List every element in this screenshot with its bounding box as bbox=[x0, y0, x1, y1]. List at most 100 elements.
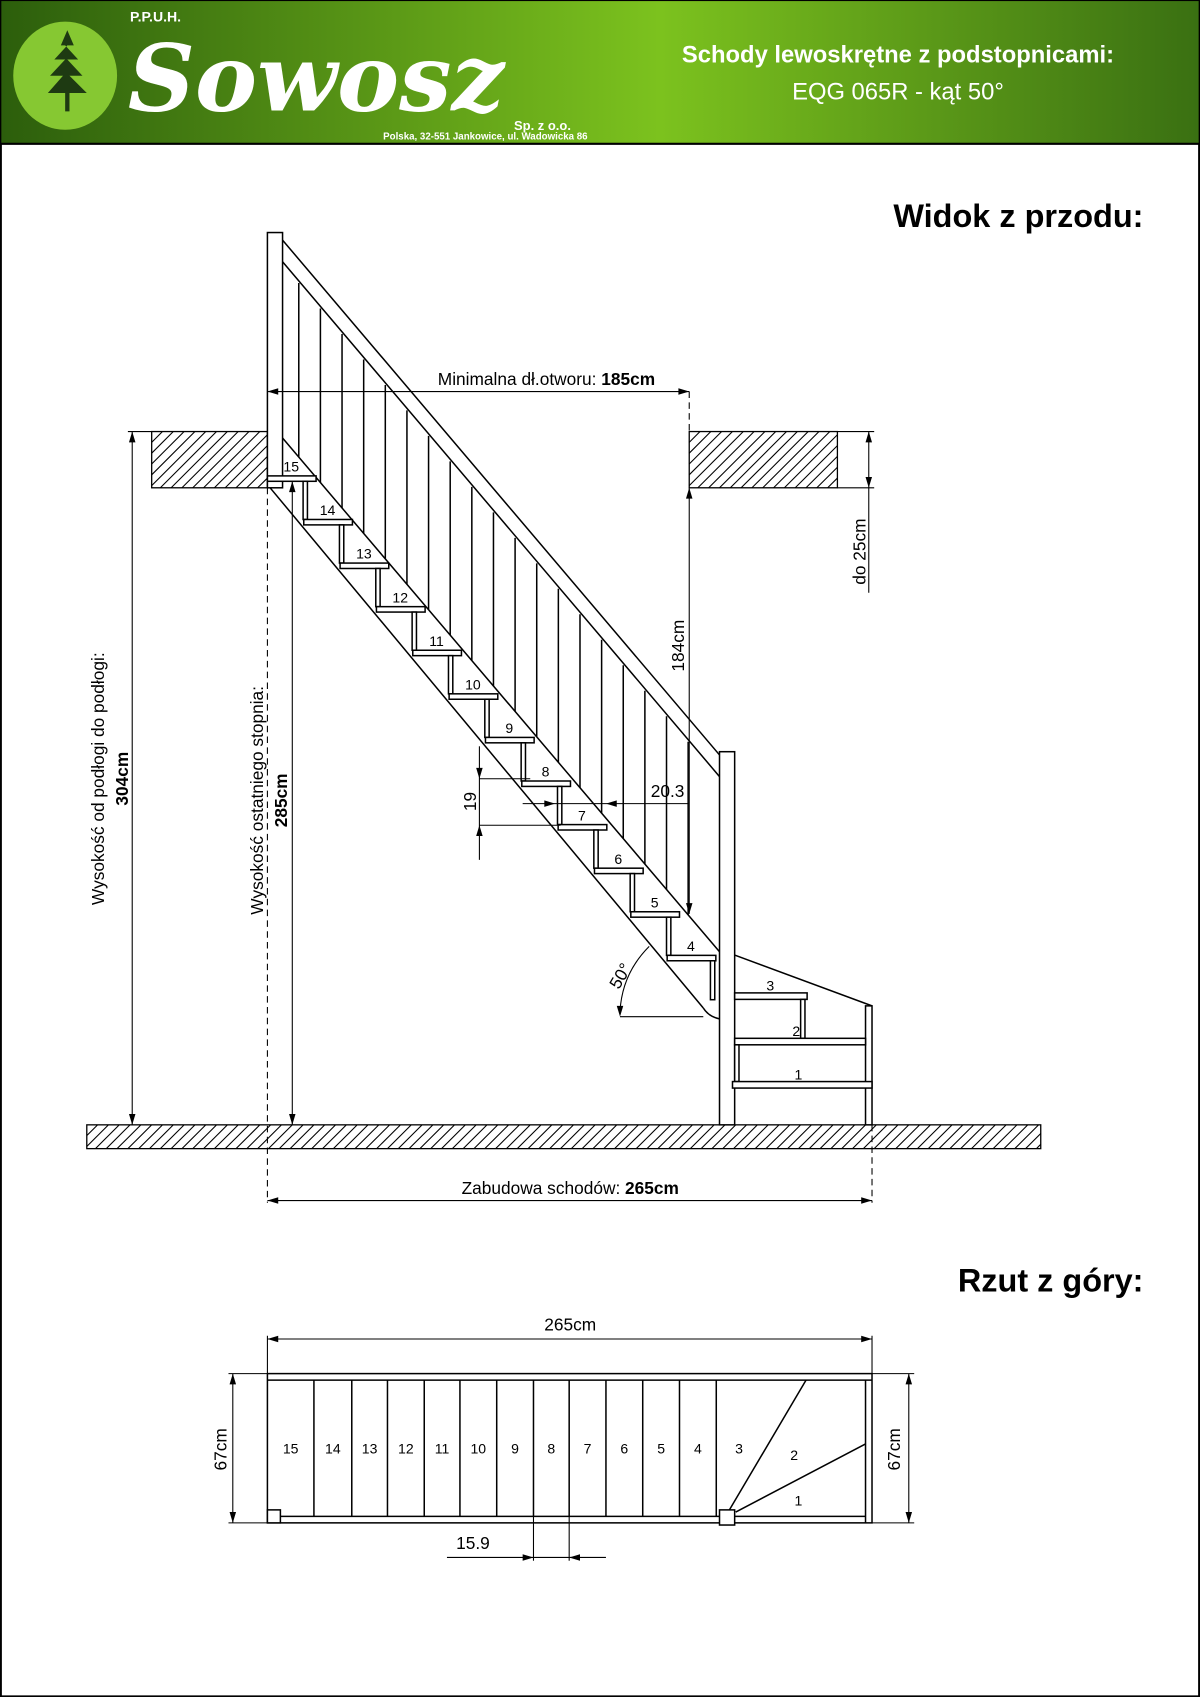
step-riser bbox=[338, 524, 345, 564]
tread-depth-label: 15.9 bbox=[456, 1533, 490, 1553]
top-step-number: 7 bbox=[584, 1441, 592, 1457]
opening-label: Minimalna dł.otworu: bbox=[438, 369, 601, 389]
front-step-number: 8 bbox=[542, 764, 550, 780]
top-step-number: 11 bbox=[435, 1441, 450, 1457]
hatch-line bbox=[495, 1124, 520, 1150]
hatch-line bbox=[151, 431, 185, 465]
hatch-line bbox=[224, 445, 268, 489]
front-step-number: 1 bbox=[795, 1066, 803, 1082]
top-step-number: 2 bbox=[790, 1447, 798, 1463]
hatch-line bbox=[719, 431, 777, 489]
winder-line bbox=[735, 1443, 866, 1513]
hatch-line bbox=[170, 1124, 196, 1150]
hatch-line bbox=[688, 431, 723, 465]
hatch-line bbox=[151, 431, 196, 476]
hatch-line bbox=[300, 1124, 326, 1150]
step-tread bbox=[557, 823, 608, 831]
hatch-line bbox=[614, 1124, 639, 1150]
arrowhead bbox=[569, 1554, 580, 1561]
arrowhead bbox=[267, 1335, 279, 1343]
top-step-number: 3 bbox=[735, 1441, 743, 1457]
arrowhead bbox=[861, 1197, 873, 1204]
hatch-line bbox=[151, 431, 174, 454]
hatch-line bbox=[884, 1124, 910, 1150]
hatch-line bbox=[862, 1124, 888, 1150]
hatch-line bbox=[311, 1124, 336, 1150]
top-step-number: 10 bbox=[471, 1441, 487, 1457]
hatch-line bbox=[949, 1124, 975, 1150]
step-riser bbox=[302, 480, 309, 521]
hatch-line bbox=[981, 1124, 1007, 1150]
hatch-line bbox=[830, 1124, 856, 1150]
arrowhead bbox=[861, 1335, 873, 1343]
hatch-line bbox=[971, 1124, 996, 1150]
hatch-line bbox=[646, 1124, 672, 1150]
company-prefix: P.P.U.H. bbox=[130, 9, 181, 25]
hatch-line bbox=[149, 1124, 174, 1150]
step-riser bbox=[733, 1044, 740, 1083]
hatch-line bbox=[268, 1124, 293, 1150]
hatch-line bbox=[927, 1124, 953, 1150]
hatch-line bbox=[376, 1124, 401, 1150]
hatch-line bbox=[397, 1124, 423, 1150]
hatch-line bbox=[278, 1124, 304, 1150]
step-riser bbox=[799, 998, 806, 1040]
step-tread bbox=[630, 911, 681, 918]
post-square bbox=[718, 1509, 736, 1526]
right-newel-post bbox=[718, 750, 736, 1126]
hatch-line bbox=[722, 1124, 747, 1150]
hatch-line bbox=[570, 1124, 596, 1150]
hatch-line bbox=[151, 431, 207, 487]
hatch-line bbox=[170, 431, 228, 489]
front-step-number: 6 bbox=[614, 851, 622, 867]
step-riser bbox=[709, 960, 716, 1001]
hatch-line bbox=[917, 1124, 942, 1150]
hatch-line bbox=[549, 1124, 574, 1150]
front-step-number: 2 bbox=[792, 1023, 800, 1039]
top-length-label: 265cm bbox=[544, 1314, 596, 1334]
hatch-line bbox=[257, 1124, 282, 1150]
left-newel-post bbox=[266, 231, 284, 489]
arrowhead bbox=[544, 800, 556, 807]
hatch-line bbox=[151, 431, 163, 443]
front-view-dimensions: Minimalna dł.otworu: 185cm do 25cm 184cm… bbox=[88, 369, 869, 1198]
hatch-line bbox=[289, 1124, 315, 1150]
hatch-line bbox=[808, 1124, 834, 1150]
hatch-line bbox=[679, 1124, 704, 1150]
company-logo: P.P.U.H. Sowosz Sp. z o.o. Polska, 32-55… bbox=[13, 9, 588, 143]
top-step-number: 15 bbox=[283, 1441, 299, 1457]
arrowhead bbox=[685, 903, 693, 914]
hatch-line bbox=[754, 1124, 780, 1150]
angle-arc bbox=[619, 946, 650, 1012]
hatch-line bbox=[214, 1124, 239, 1150]
floor-to-floor-label: Wysokość od podłogi do podłogi: bbox=[88, 652, 108, 905]
hatch-line bbox=[473, 1124, 499, 1150]
hatch-line bbox=[235, 1124, 261, 1150]
header-banner: P.P.U.H. Sowosz Sp. z o.o. Polska, 32-55… bbox=[0, 1, 1200, 145]
hatch-line bbox=[105, 1124, 131, 1150]
arrowhead bbox=[128, 431, 136, 443]
step-riser bbox=[593, 829, 599, 869]
arrowhead bbox=[678, 388, 690, 395]
hatch-line bbox=[787, 1124, 812, 1150]
opening-value: 185cm bbox=[601, 369, 655, 389]
step-tread bbox=[339, 562, 390, 570]
front-view-title: Widok z przodu: bbox=[893, 198, 1143, 234]
step-riser bbox=[484, 698, 490, 739]
hatch-line bbox=[192, 431, 250, 489]
hatch-line bbox=[387, 1124, 412, 1150]
step-riser bbox=[629, 872, 636, 913]
hatch-line bbox=[484, 1124, 509, 1150]
hatch-line bbox=[181, 431, 239, 489]
step-riser bbox=[556, 785, 563, 826]
top-view-drawing bbox=[228, 1335, 915, 1561]
hatch-line bbox=[744, 1124, 769, 1150]
hatch-line bbox=[688, 431, 701, 443]
hatch-line bbox=[343, 1124, 369, 1150]
step-tread bbox=[412, 649, 463, 657]
arrowhead bbox=[476, 767, 483, 779]
hatch-line bbox=[581, 1124, 607, 1150]
hatch-line bbox=[689, 1124, 715, 1150]
